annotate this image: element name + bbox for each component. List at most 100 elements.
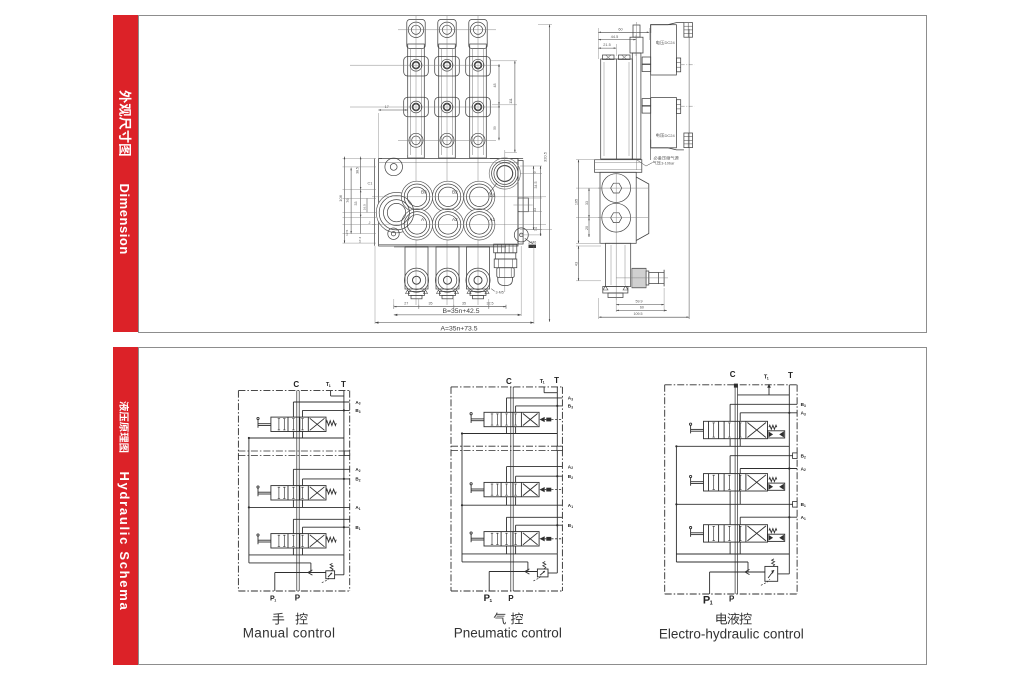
svg-text:3-M6: 3-M6	[528, 240, 536, 244]
svg-text:17.3: 17.3	[358, 237, 362, 243]
svg-text:9: 9	[533, 172, 537, 174]
svg-text:C: C	[730, 370, 736, 379]
svg-text:1: 1	[804, 504, 806, 508]
svg-text:2: 2	[359, 469, 361, 473]
svg-text:B: B	[801, 454, 805, 459]
svg-text:106: 106	[338, 194, 343, 201]
svg-text:C: C	[506, 377, 512, 386]
svg-text:A: A	[355, 400, 359, 405]
svg-text:Electro-hydraulic control: Electro-hydraulic control	[659, 627, 804, 642]
svg-text:1: 1	[274, 598, 276, 602]
svg-text:P: P	[270, 595, 275, 602]
svg-text:1: 1	[710, 600, 713, 606]
svg-text:109.5: 109.5	[634, 312, 643, 316]
svg-text:A: A	[568, 464, 572, 469]
svg-text:3-10bar: 3-10bar	[661, 161, 675, 165]
svg-text:C1: C1	[368, 182, 373, 186]
svg-text:44.5: 44.5	[611, 35, 618, 39]
svg-text:1: 1	[571, 505, 573, 509]
svg-text:59: 59	[493, 126, 497, 130]
svg-text:34.5: 34.5	[534, 182, 538, 189]
svg-text:A: A	[801, 411, 805, 416]
svg-text:P: P	[703, 594, 710, 606]
svg-text:33: 33	[533, 208, 537, 212]
svg-text:17: 17	[385, 105, 389, 109]
svg-text:105: 105	[574, 199, 578, 205]
svg-text:35: 35	[429, 302, 433, 306]
svg-text:B: B	[355, 408, 359, 413]
svg-text:1: 1	[571, 525, 573, 529]
svg-text:B: B	[568, 474, 572, 479]
svg-text:1: 1	[359, 527, 361, 531]
svg-text:Pneumatic control: Pneumatic control	[454, 626, 562, 641]
svg-text:2: 2	[804, 455, 806, 459]
svg-text:35: 35	[462, 302, 466, 306]
svg-text:12.5: 12.5	[345, 230, 349, 236]
svg-text:A1: A1	[490, 217, 496, 222]
svg-text:B: B	[568, 523, 572, 528]
svg-text:1: 1	[804, 517, 806, 521]
svg-text:B: B	[355, 525, 359, 530]
svg-text:T: T	[764, 375, 768, 381]
svg-text:A=35n+73.5: A=35n+73.5	[440, 326, 477, 333]
svg-text:B: B	[801, 402, 805, 407]
svg-text:33: 33	[354, 202, 358, 206]
svg-text:DC24: DC24	[665, 40, 676, 45]
svg-text:Manual control: Manual control	[243, 626, 335, 641]
svg-text:DC24: DC24	[665, 133, 676, 138]
svg-text:2: 2	[804, 468, 806, 472]
svg-text:B3: B3	[421, 190, 427, 195]
svg-text:J: J	[369, 221, 371, 225]
svg-text:T: T	[554, 376, 559, 385]
svg-text:T: T	[788, 371, 793, 380]
svg-text:32.5: 32.5	[487, 302, 494, 306]
svg-text:B=35n+42.5: B=35n+42.5	[442, 308, 479, 315]
svg-text:A: A	[355, 505, 359, 510]
svg-text:1: 1	[543, 381, 545, 385]
svg-text:33: 33	[585, 201, 589, 205]
svg-text:320.5: 320.5	[543, 151, 548, 162]
svg-text:A: A	[801, 515, 805, 520]
svg-text:3: 3	[571, 406, 573, 410]
svg-text:2: 2	[571, 476, 573, 480]
svg-text:3: 3	[359, 410, 361, 414]
svg-text:7.0: 7.0	[534, 227, 538, 232]
svg-text:A: A	[801, 466, 805, 471]
svg-text:59.9: 59.9	[636, 300, 643, 304]
svg-text:T: T	[540, 379, 544, 385]
svg-text:Dimension: Dimension	[117, 184, 132, 255]
svg-text:16.5: 16.5	[362, 204, 366, 210]
svg-text:3-M5: 3-M5	[496, 291, 504, 295]
svg-text:T: T	[326, 382, 330, 388]
svg-text:21.5: 21.5	[603, 43, 610, 47]
svg-text:3: 3	[359, 402, 361, 406]
svg-text:1: 1	[489, 598, 492, 604]
svg-text:1: 1	[359, 507, 361, 511]
svg-text:P: P	[484, 593, 491, 604]
svg-text:38.5: 38.5	[356, 167, 360, 174]
svg-text:A2: A2	[452, 217, 458, 222]
svg-text:20: 20	[585, 226, 589, 230]
svg-text:Hydraulic Schema: Hydraulic Schema	[117, 472, 132, 612]
svg-text:P: P	[508, 594, 514, 603]
svg-text:76: 76	[345, 198, 350, 203]
svg-text:60: 60	[640, 305, 644, 309]
svg-text:P: P	[729, 594, 735, 603]
svg-text:P: P	[295, 594, 301, 603]
svg-text:1: 1	[329, 384, 331, 388]
svg-text:A: A	[355, 467, 359, 472]
svg-text:B2: B2	[452, 190, 458, 195]
svg-text:3: 3	[571, 398, 573, 402]
svg-text:3: 3	[804, 412, 806, 416]
svg-text:3: 3	[804, 404, 806, 408]
svg-text:B: B	[355, 477, 359, 482]
svg-text:48: 48	[493, 84, 497, 88]
svg-text:43: 43	[574, 262, 578, 266]
svg-text:2: 2	[571, 466, 573, 470]
svg-text:27: 27	[404, 302, 408, 306]
svg-text:A: A	[568, 396, 572, 401]
svg-text:B: B	[568, 404, 572, 409]
svg-text:B: B	[801, 502, 805, 507]
svg-text:111: 111	[509, 98, 513, 103]
svg-text:T: T	[341, 380, 346, 389]
